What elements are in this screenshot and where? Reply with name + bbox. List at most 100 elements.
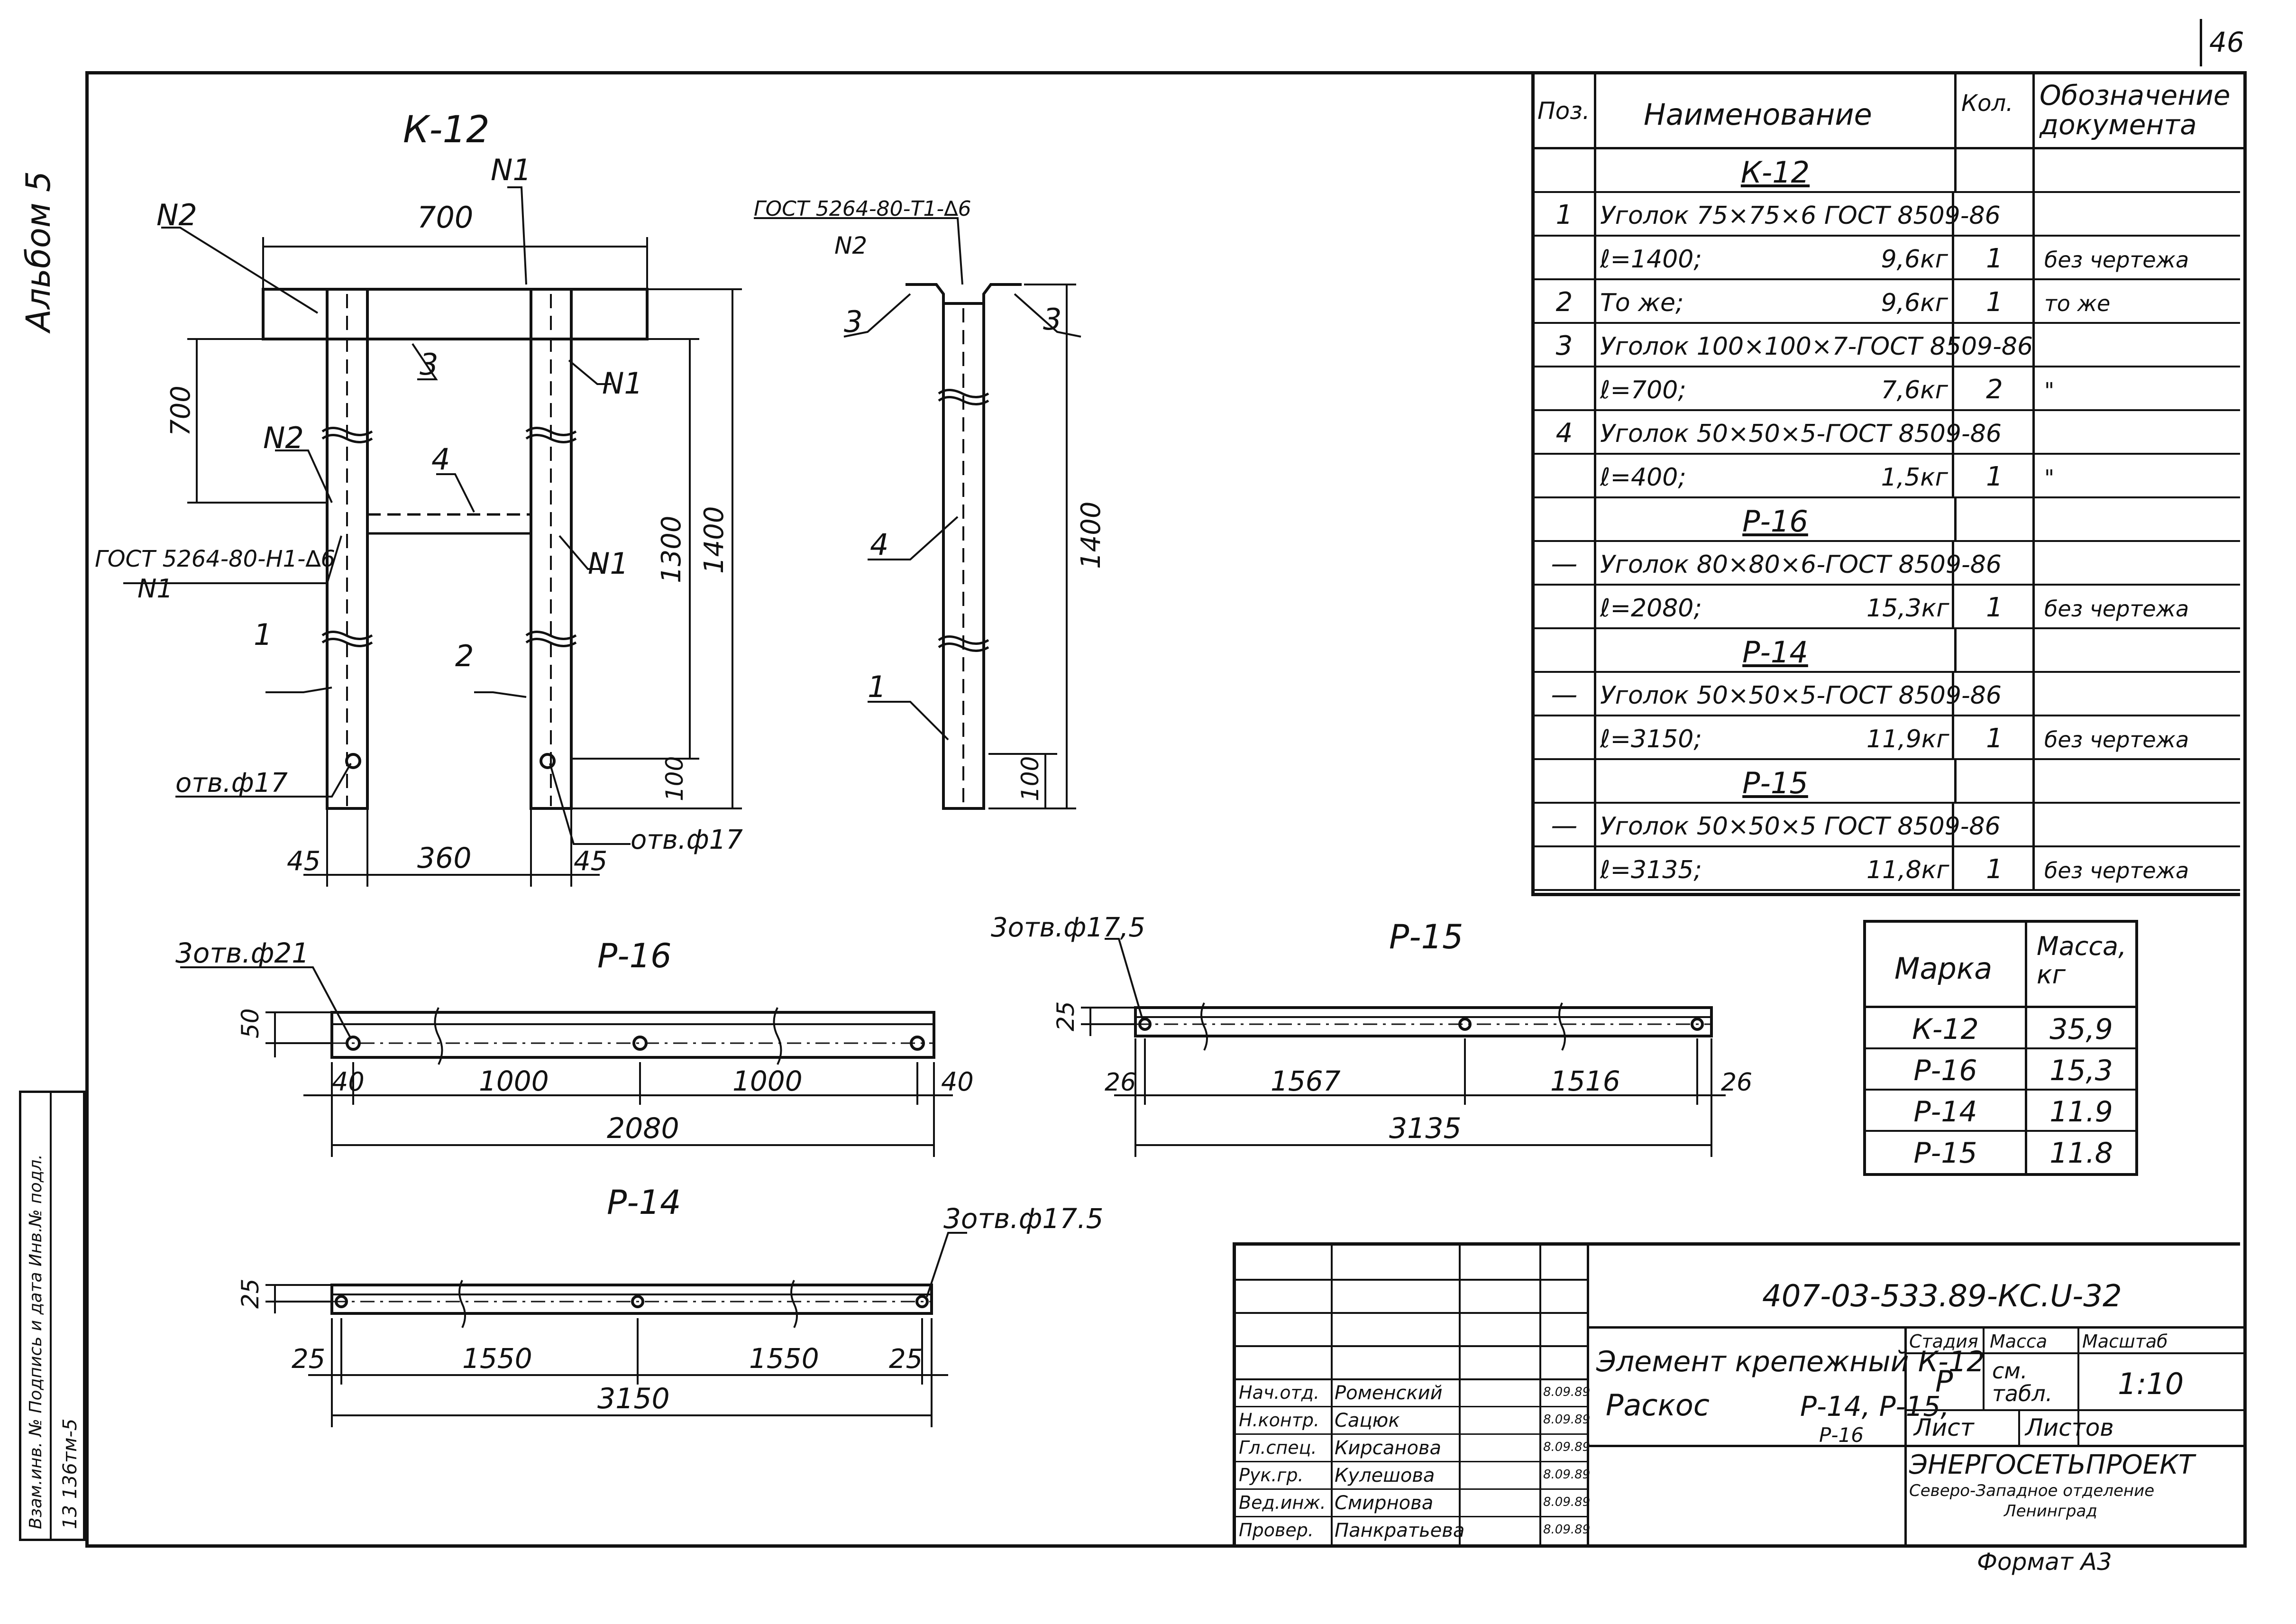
p15-dim-1516: 1516 — [1550, 1065, 1620, 1097]
section-angle-right — [982, 283, 1022, 332]
p16-dim-40b: 40 — [941, 1067, 974, 1097]
p14-dim-1550a: 1550 — [462, 1342, 532, 1375]
org-branch: Северо-Западное отделение — [1909, 1481, 2155, 1500]
p14-holes: 3отв.ф17.5 — [943, 1202, 1104, 1235]
spec-name: ℓ=400; — [1600, 463, 1686, 492]
spec-qty — [1957, 498, 2035, 542]
spec-mass — [1866, 411, 1954, 455]
org-city: Ленинград — [2004, 1502, 2097, 1521]
signature-role: Рук.гр. — [1239, 1465, 1304, 1486]
signature-role: Нач.отд. — [1239, 1382, 1320, 1403]
k12-label-n2-mid: N2 — [263, 421, 304, 455]
spec-pos — [1535, 629, 1596, 673]
k12-dim-45a: 45 — [287, 846, 320, 877]
spec-doc: без чертежа — [2044, 858, 2189, 883]
spec-doc — [2035, 149, 2239, 193]
spec-row: —Уголок 50×50×5-ГОСТ 8509-86 — [1535, 673, 2240, 716]
spec-row: —Уголок 80×80×6-ГОСТ 8509-86 — [1535, 542, 2240, 586]
k12-title: К-12 — [403, 109, 490, 151]
spec-section-title: К-12 — [1596, 149, 1957, 193]
format-label: Формат А3 — [1977, 1548, 2112, 1576]
spec-name: Уголок 75×75×6 ГОСТ 8509-86 — [1600, 202, 2001, 230]
p16-dim-total: 2080 — [607, 1112, 679, 1145]
spec-doc — [2035, 629, 2239, 673]
spec-doc — [2035, 411, 2239, 455]
spec-qty — [1957, 324, 2035, 367]
mass-row-mark: К-12 — [1866, 1008, 2027, 1049]
spec-name: Уголок 80×80×6-ГОСТ 8509-86 — [1600, 551, 2002, 579]
signature-role: Н.контр. — [1239, 1410, 1320, 1431]
p16-dim-40a: 40 — [332, 1067, 365, 1097]
spec-section-row: Р-16 — [1535, 498, 2240, 542]
spec-section-title: Р-16 — [1596, 498, 1957, 542]
spec-qty: 1 — [1957, 716, 2035, 760]
spec-pos: 1 — [1535, 193, 1596, 237]
spec-section-title: Р-14 — [1596, 629, 1957, 673]
p14-dim-h: 25 — [237, 1278, 264, 1309]
spec-table: Поз. Наименование Кол. Обозначение докум… — [1531, 71, 2243, 896]
signature-date: 8.09.89 — [1543, 1495, 1591, 1509]
spec-mass: 15,3кг — [1866, 586, 1954, 629]
p14-dim-25b: 25 — [889, 1344, 923, 1375]
spec-header-qty: Кол. — [1957, 71, 2035, 149]
p16-holes: 3отв.ф21 — [175, 937, 309, 969]
signature-name: Сацюк — [1335, 1410, 1400, 1431]
spec-pos — [1535, 847, 1596, 891]
spec-doc: без чертежа — [2044, 247, 2189, 273]
p14-dim-1550b: 1550 — [749, 1342, 819, 1375]
spec-mass — [1866, 673, 1954, 716]
spec-qty — [1957, 149, 2035, 193]
spec-doc — [2035, 542, 2239, 586]
spec-section-title: Р-15 — [1596, 760, 1957, 804]
p16-drawing — [180, 966, 953, 1157]
spec-mass: 11,9кг — [1866, 716, 1954, 760]
spec-mass: 11,8кг — [1866, 847, 1954, 891]
org-name: ЭНЕРГОСЕТЬПРОЕКТ — [1909, 1450, 2195, 1480]
spec-mass — [1866, 324, 1954, 367]
k12-hole-right-label: отв.ф17 — [631, 825, 743, 855]
doc-code: 407-03-533.89-КС.U-32 — [1762, 1279, 2122, 1314]
signature-date: 8.09.89 — [1543, 1468, 1591, 1482]
page-number: 46 — [2209, 26, 2244, 58]
spec-header-pos: Поз. — [1535, 71, 1596, 149]
k12-label-pos4: 4 — [431, 442, 450, 477]
p15-dim-1567: 1567 — [1271, 1065, 1341, 1097]
k12-label-n1-top: N1 — [491, 153, 531, 187]
k12-dim-100: 100 — [661, 756, 688, 801]
spec-pos — [1535, 586, 1596, 629]
p15-title: Р-15 — [1389, 918, 1464, 956]
spec-qty — [1957, 673, 2035, 716]
spec-pos — [1535, 716, 1596, 760]
k12-hole-left — [345, 753, 361, 769]
p14-drawing — [265, 1232, 967, 1427]
spec-mass — [1866, 804, 1954, 847]
spec-pos: 2 — [1535, 280, 1596, 324]
k12-dim-45b: 45 — [574, 846, 607, 877]
spec-pos: 4 — [1535, 411, 1596, 455]
spec-qty — [1957, 760, 2035, 804]
k12-label-pos3: 3 — [420, 347, 438, 382]
mass-row-value: 35,9 — [2049, 1013, 2113, 1046]
spec-name: Уголок 50×50×5 ГОСТ 8509-86 — [1600, 812, 2001, 841]
signature-name: Кирсанова — [1335, 1437, 1441, 1459]
mass-row-value: 11.9 — [2049, 1095, 2113, 1129]
spec-row: —Уголок 50×50×5 ГОСТ 8509-86 — [1535, 804, 2240, 847]
k12-label-pos2: 2 — [455, 639, 474, 673]
signature-date: 8.09.89 — [1543, 1413, 1591, 1427]
section-pos4: 4 — [870, 527, 888, 562]
p15-hole-2 — [1458, 1018, 1472, 1031]
spec-qty — [1957, 411, 2035, 455]
stage-value: Р — [1935, 1364, 1953, 1399]
section-dim-1400: 1400 — [1076, 501, 1107, 569]
spec-name: Уголок 100×100×7-ГОСТ 8509-86 — [1600, 332, 2033, 361]
spec-mass — [1866, 542, 1954, 586]
k12-crossbar — [262, 288, 649, 340]
p15-dim-h: 25 — [1052, 1001, 1079, 1031]
k12-drawing — [123, 186, 742, 887]
